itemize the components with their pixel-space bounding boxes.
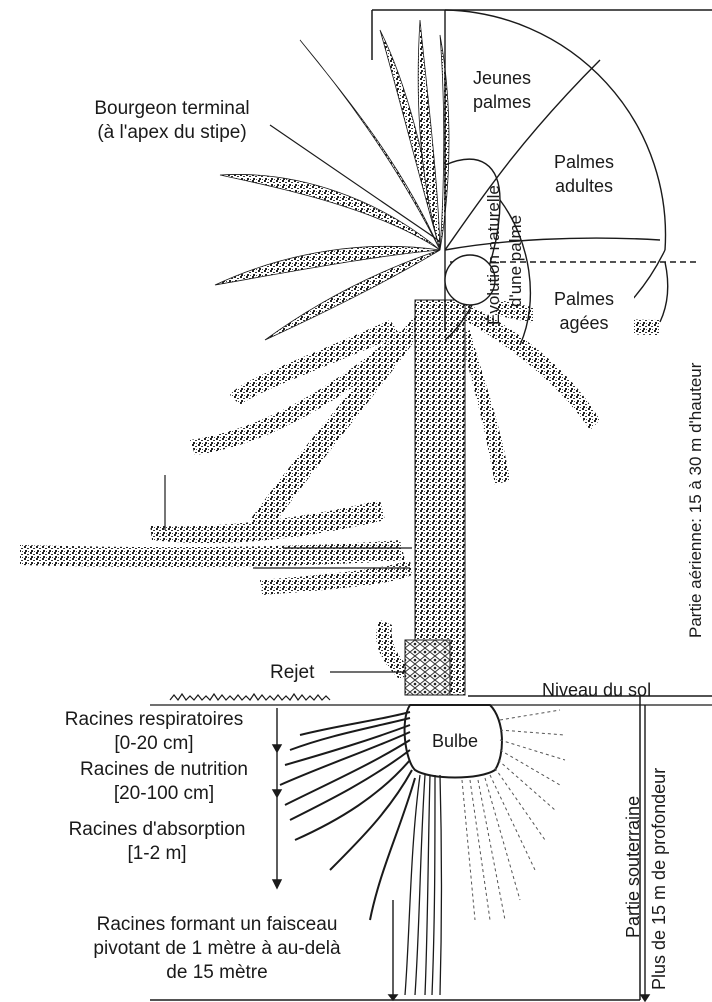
label-racines-respiratoires: Racines respiratoires [0-20 cm] <box>38 708 270 756</box>
label-respiratoires-line-2: [0-20 cm] <box>38 732 270 756</box>
label-respiratoires-line-1: Racines respiratoires <box>38 708 270 732</box>
label-bourgeon-line-2: (à l'apex du stipe) <box>58 121 286 145</box>
label-evolution-naturelle: Évolution naturelle d'une palme <box>483 185 527 325</box>
label-nutrition-line-1: Racines de nutrition <box>56 758 272 782</box>
label-adultes-line-2: adultes <box>534 174 634 198</box>
label-absorption-line-1: Racines d'absorption <box>42 818 272 842</box>
label-palmes-agees: Palmes agées <box>534 287 634 335</box>
label-faisceau-line-2: pivotant de 1 mètre à au-delà <box>52 937 382 961</box>
label-souterraine-line-1: Partie souterraine <box>620 768 646 990</box>
label-agees-line-2: agées <box>534 311 634 335</box>
label-bourgeon-line-1: Bourgeon terminal <box>58 97 286 121</box>
label-nutrition-line-2: [20-100 cm] <box>56 782 272 806</box>
palm-trunk <box>415 300 465 695</box>
label-agees-line-1: Palmes <box>534 287 634 311</box>
label-racines-absorption: Racines d'absorption [1-2 m] <box>42 818 272 866</box>
label-racines-faisceau: Racines formant un faisceau pivotant de … <box>52 913 382 985</box>
label-adultes-line-1: Palmes <box>534 150 634 174</box>
label-bulbe: Bulbe <box>416 729 494 753</box>
label-evolution-line-1: Évolution naturelle <box>483 185 505 325</box>
roots-taproot <box>405 775 442 995</box>
label-niveau-du-sol: Niveau du sol <box>542 678 651 702</box>
old-fronds <box>20 300 660 680</box>
label-jeunes-palmes: Jeunes palmes <box>452 66 552 114</box>
label-jeunes-line-2: palmes <box>452 90 552 114</box>
label-faisceau-line-1: Racines formant un faisceau <box>52 913 382 937</box>
label-jeunes-line-1: Jeunes <box>452 66 552 90</box>
label-palmes-adultes: Palmes adultes <box>534 150 634 198</box>
roots-left <box>280 712 415 920</box>
palm-fronds <box>215 20 449 340</box>
label-faisceau-line-3: de 15 mètre <box>52 961 382 985</box>
label-absorption-line-2: [1-2 m] <box>42 842 272 866</box>
label-racines-nutrition: Racines de nutrition [20-100 cm] <box>56 758 272 806</box>
label-bourgeon-terminal: Bourgeon terminal (à l'apex du stipe) <box>58 97 286 145</box>
label-rejet: Rejet <box>270 661 314 685</box>
label-evolution-line-2: d'une palme <box>505 185 527 325</box>
label-partie-souterraine: Partie souterraine Plus de 15 m de profo… <box>620 768 672 990</box>
label-souterraine-line-2: Plus de 15 m de profondeur <box>646 768 672 990</box>
trunk-base <box>405 640 450 695</box>
label-partie-aerienne: Partie aérienne: 15 à 30 m d'hauteur <box>686 363 706 638</box>
